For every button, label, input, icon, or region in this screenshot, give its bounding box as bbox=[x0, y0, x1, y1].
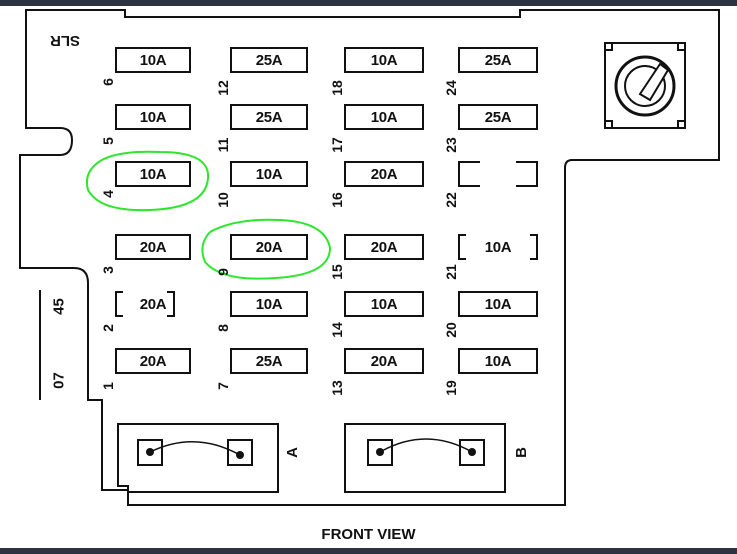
fuse-22-bracket-left bbox=[458, 161, 480, 187]
fuse-21: 10A bbox=[466, 234, 530, 260]
fuse-21-bracket-right bbox=[530, 234, 538, 260]
fuse-1: 20A bbox=[115, 348, 191, 374]
fuse-number-13: 13 bbox=[329, 380, 345, 396]
fuse-number-20: 20 bbox=[443, 322, 459, 338]
slr-label: SLR bbox=[50, 32, 80, 49]
relay-a bbox=[117, 423, 279, 493]
fuse-23: 25A bbox=[458, 104, 538, 130]
fuse-number-16: 16 bbox=[329, 192, 345, 208]
fuse-19: 10A bbox=[458, 348, 538, 374]
side-label-45: 45 bbox=[50, 298, 68, 315]
fuse-16: 20A bbox=[344, 161, 424, 187]
fuse-number-11: 11 bbox=[215, 137, 231, 153]
fuse-number-17: 17 bbox=[329, 137, 345, 153]
highlight-fuse-9 bbox=[201, 218, 332, 280]
fuse-number-4: 4 bbox=[100, 190, 116, 198]
fuse-number-10: 10 bbox=[215, 192, 231, 208]
fuse-15: 20A bbox=[344, 234, 424, 260]
fuse-7: 25A bbox=[230, 348, 308, 374]
fuse-5: 10A bbox=[115, 104, 191, 130]
top-border-bar bbox=[0, 0, 737, 6]
fuse-number-23: 23 bbox=[443, 137, 459, 153]
fuse-number-2: 2 bbox=[100, 324, 116, 332]
fuse-13: 20A bbox=[344, 348, 424, 374]
fuse-18: 10A bbox=[344, 47, 424, 73]
fuse-number-9: 9 bbox=[215, 268, 231, 276]
fuse-number-18: 18 bbox=[329, 80, 345, 96]
fuse-22-bracket-right bbox=[516, 161, 538, 187]
fuse-11: 25A bbox=[230, 104, 308, 130]
fuse-20: 10A bbox=[458, 291, 538, 317]
bottom-border-bar bbox=[0, 548, 737, 554]
fuse-10: 10A bbox=[230, 161, 308, 187]
side-label-07: 07 bbox=[50, 372, 68, 389]
fuse-12: 25A bbox=[230, 47, 308, 73]
relay-a-label: A bbox=[283, 447, 301, 458]
fuse-21-bracket-left bbox=[458, 234, 466, 260]
key-switch-icon bbox=[604, 42, 686, 129]
fuse-number-19: 19 bbox=[443, 380, 459, 396]
fuse-number-14: 14 bbox=[329, 322, 345, 338]
fuse-6: 10A bbox=[115, 47, 191, 73]
fuse-number-5: 5 bbox=[100, 137, 116, 145]
fuse-number-1: 1 bbox=[100, 382, 116, 390]
fuse-2-bracket-right bbox=[167, 291, 175, 317]
fuse-number-12: 12 bbox=[215, 80, 231, 96]
fuse-number-8: 8 bbox=[215, 324, 231, 332]
fuse-number-21: 21 bbox=[443, 264, 459, 280]
fuse-24: 25A bbox=[458, 47, 538, 73]
relay-b bbox=[344, 423, 506, 493]
fuse-number-22: 22 bbox=[443, 192, 459, 208]
fuse-number-6: 6 bbox=[100, 78, 116, 86]
fuse-2-bracket-left bbox=[115, 291, 123, 317]
relay-b-label: B bbox=[512, 447, 530, 458]
fuse-8: 10A bbox=[230, 291, 308, 317]
fuse-3: 20A bbox=[115, 234, 191, 260]
fuse-number-7: 7 bbox=[215, 382, 231, 390]
fuse-number-24: 24 bbox=[443, 80, 459, 96]
fuse-9: 20A bbox=[230, 234, 308, 260]
fuse-14: 10A bbox=[344, 291, 424, 317]
fuse-17: 10A bbox=[344, 104, 424, 130]
fuse-4: 10A bbox=[115, 161, 191, 187]
front-view-caption: FRONT VIEW bbox=[321, 526, 416, 543]
fuse-number-3: 3 bbox=[100, 266, 116, 274]
fuse-number-15: 15 bbox=[329, 264, 345, 280]
fuse-22-empty-slot bbox=[466, 161, 530, 187]
highlight-fuse-4 bbox=[85, 150, 210, 212]
